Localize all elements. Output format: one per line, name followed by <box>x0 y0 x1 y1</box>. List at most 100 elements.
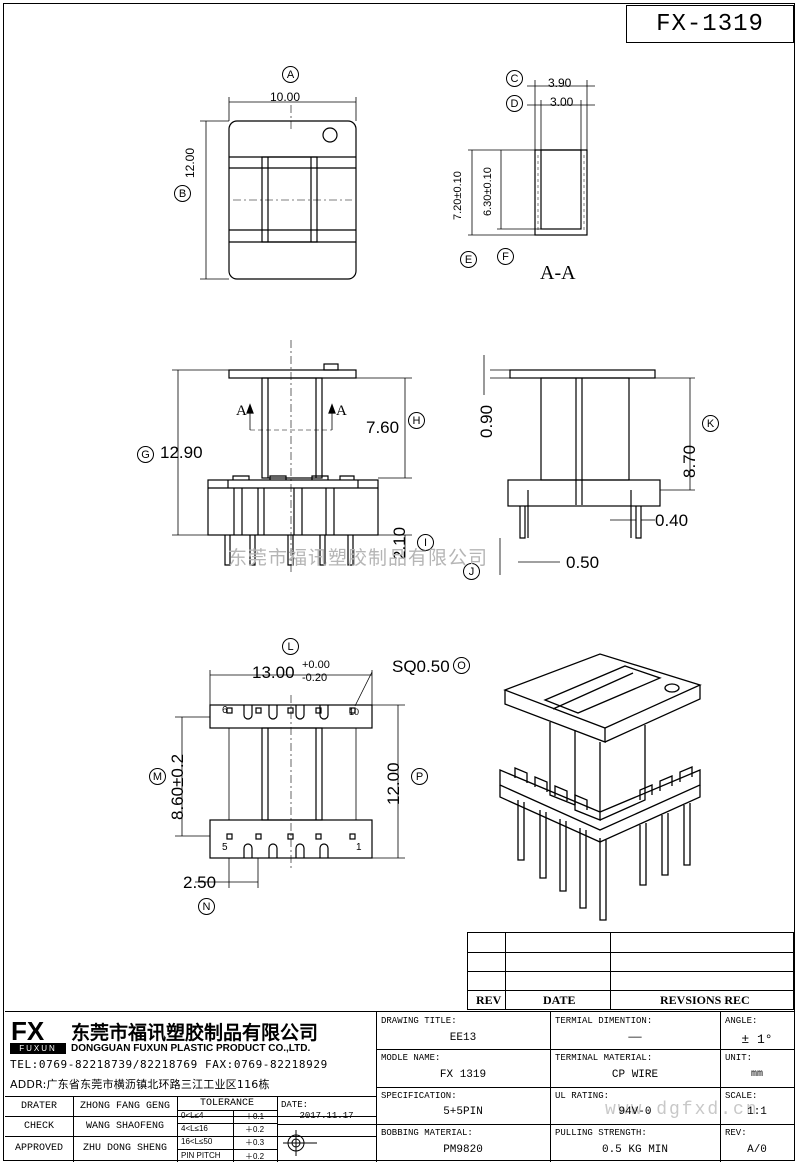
tol-value-3: ＋0.2 <box>245 1152 265 1161</box>
dim-pin-width: 0.40 <box>655 511 689 530</box>
bottom-view <box>175 670 405 888</box>
section-aa-view <box>468 80 595 236</box>
signoff-role-1: CHECK <box>23 1121 54 1132</box>
dim-o-value: SQ0.50 <box>392 657 450 676</box>
dim-k-value: 8.70 <box>680 444 699 478</box>
pulling-strength-label: PULLING STRENGTH: <box>555 1128 647 1138</box>
callout-p: P <box>411 768 428 785</box>
tol-value-1: ＋0.2 <box>245 1125 265 1134</box>
pin-label-6: 6 <box>222 705 228 716</box>
terminal-dim: —— <box>628 1032 642 1044</box>
projection-symbol-icon <box>283 1130 317 1156</box>
drawing-title: EE13 <box>449 1032 477 1044</box>
model-name: FX 1319 <box>439 1069 487 1081</box>
company-name-en: DONGGUAN FUXUN PLASTIC PRODUCT CO.,LTD. <box>71 1043 311 1054</box>
dim-j-value: 0.90 <box>477 404 496 438</box>
section-label: A-A <box>540 262 576 284</box>
front-view <box>172 340 412 575</box>
callout-i: I <box>417 534 434 551</box>
dim-b-value: 12.00 <box>183 147 197 178</box>
dim-l-value: 13.00 <box>252 663 295 682</box>
dim-pin-gap: 0.50 <box>566 553 600 572</box>
model-label: MODLE NAME: <box>381 1053 441 1063</box>
section-mark-left: A <box>236 403 247 419</box>
company-name-cn: 东莞市福讯塑胶制品有限公司 <box>71 1022 319 1044</box>
revision-table: REV DATE REVSIONS REC <box>467 932 794 1010</box>
date-value: 2017.11.17 <box>299 1111 354 1121</box>
dim-p-value: 12.00 <box>384 762 403 805</box>
side-view <box>483 355 695 575</box>
callout-n: N <box>198 898 215 915</box>
pin-label-10: 10 <box>349 707 360 717</box>
section-mark-right: A <box>336 403 347 419</box>
callout-g: G <box>137 446 154 463</box>
company-logo-sub: FUXUN <box>10 1043 66 1054</box>
callout-h: H <box>408 412 425 429</box>
callout-a: A <box>282 66 299 83</box>
terminal-material-label: TERMINAL MATERIAL: <box>555 1053 653 1063</box>
terminal-material: CP WIRE <box>611 1069 659 1081</box>
signoff-role-2: APPROVED <box>14 1143 63 1154</box>
drawing-frame <box>3 3 795 1161</box>
tol-value-0: ＋0.1 <box>245 1112 265 1121</box>
callout-e: E <box>460 251 477 268</box>
dim-e-value: 7.20±0.10 <box>452 171 464 220</box>
signoff-name-2: ZHU DONG SHENG <box>82 1143 167 1154</box>
signoff-name-1: WANG SHAOFENG <box>85 1121 164 1132</box>
dim-d-value: 3.00 <box>550 95 574 109</box>
rev-value: A/0 <box>747 1144 767 1156</box>
dim-l-tol-upper: +0.00 <box>302 659 330 671</box>
dim-f-value: 6.30±0.10 <box>482 167 494 216</box>
callout-o: O <box>453 657 470 674</box>
spec-label: SPECIFICATION: <box>381 1091 457 1101</box>
top-view <box>200 97 357 280</box>
date-header: DATE <box>543 993 576 1007</box>
dim-c-value: 3.90 <box>548 76 572 90</box>
scale-label: SCALE: <box>725 1091 758 1101</box>
callout-l: L <box>282 638 299 655</box>
drawing-title-label: DRAWING TITLE: <box>381 1016 457 1026</box>
rev-label: REV: <box>725 1128 747 1138</box>
callout-m: M <box>149 768 166 785</box>
company-address: ADDR:广东省东莞市横沥镇北环路三江工业区116栋 <box>10 1078 270 1091</box>
signoff-name-0: ZHONG FANG GENG <box>79 1101 170 1112</box>
angle-label: ANGLE: <box>725 1016 758 1026</box>
tol-range-3: PIN PITCH <box>181 1151 221 1160</box>
callout-f: F <box>497 248 514 265</box>
unit-label: UNIT: <box>725 1053 753 1063</box>
dim-n-value: 2.50 <box>183 873 217 892</box>
bobbin-material: PM9820 <box>443 1144 483 1156</box>
company-tel: TEL:0769-82218739/82218769 FAX:0769-8221… <box>10 1058 328 1071</box>
ul-label: UL RATING: <box>555 1091 610 1101</box>
dim-m-value: 8.60±0.2 <box>168 753 187 820</box>
isometric-view <box>499 653 702 921</box>
bobbin-material-label: BOBBING MATERIAL: <box>381 1128 473 1138</box>
signoff-role-0: DRATER <box>20 1101 57 1112</box>
date-label: DATE: <box>281 1100 309 1110</box>
company-logo: FX <box>11 1016 45 1046</box>
specification: 5+5PIN <box>443 1106 483 1118</box>
rev-header: REV <box>476 993 502 1007</box>
callout-j: J <box>463 563 480 580</box>
pulling-strength: 0.5 KG MIN <box>601 1144 668 1156</box>
pin-label-5: 5 <box>222 842 228 853</box>
tol-value-2: ＋0.3 <box>245 1138 265 1147</box>
dim-a-value: 10.00 <box>270 90 301 104</box>
callout-b: B <box>174 185 191 202</box>
tolerance-title: TOLERANCE <box>199 1098 254 1109</box>
tol-range-0: 0<L≤4 <box>181 1111 204 1120</box>
dim-g-value: 12.90 <box>160 443 203 462</box>
unit-value: mm <box>750 1069 763 1080</box>
callout-c: C <box>506 70 523 87</box>
drawing-number: FX-1319 <box>626 5 794 43</box>
angle-value: ± 1° <box>741 1032 773 1047</box>
ul-rating: 94V-0 <box>618 1106 652 1118</box>
url-watermark: www.dgfxd.cn <box>605 1100 759 1120</box>
company-watermark: 东莞市福讯塑胶制品有限公司 <box>228 547 489 569</box>
tol-range-2: 16<L≤50 <box>181 1137 213 1146</box>
terminal-dim-label: TERMIAL DIMENTION: <box>555 1016 653 1026</box>
dim-l-tol-lower: -0.20 <box>302 672 328 684</box>
dim-h-value: 7.60 <box>366 418 400 437</box>
pin-label-1: 1 <box>356 842 362 853</box>
